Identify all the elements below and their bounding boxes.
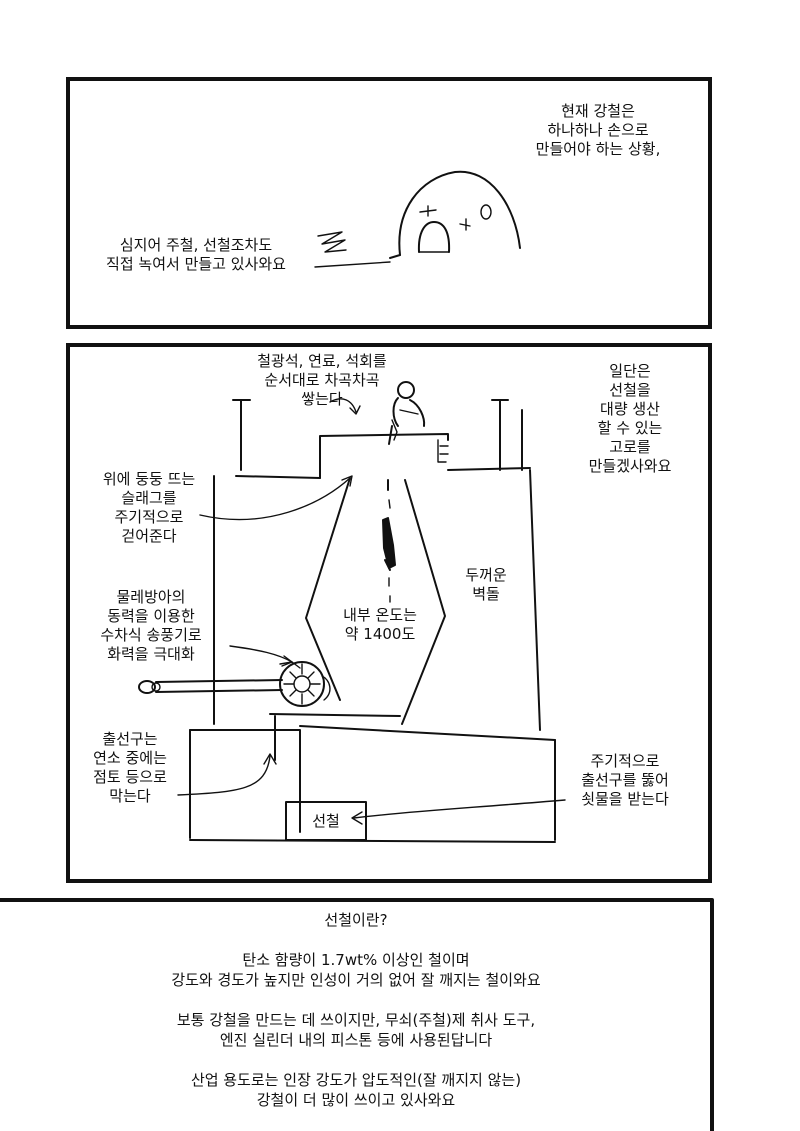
panel-2 xyxy=(66,343,712,883)
label-thick-brick: 두꺼운 벽돌 xyxy=(465,566,507,603)
label-water-blower: 물레방아의 동력을 이용한 수차식 송풍기로 화력을 극대화 xyxy=(100,588,202,663)
panel-1 xyxy=(66,77,712,329)
label-tap-molten-iron: 주기적으로 출선구를 뚫어 쇳물을 받는다 xyxy=(581,752,669,808)
pig-iron-definition-para3: 산업 용도로는 인장 강도가 압도적인(잘 깨지지 않는) 강철이 더 많이 쓰… xyxy=(190,1071,522,1109)
label-internal-temperature: 내부 온도는 약 1400도 xyxy=(343,606,417,643)
label-blast-furnace-intro: 일단은 선철을 대량 생산 할 수 있는 고로를 만들겠사와요 xyxy=(588,362,672,475)
label-slag: 위에 둥둥 뜨는 슬래그를 주기적으로 걷어준다 xyxy=(102,470,196,545)
label-charge-materials: 철광석, 연료, 석회를 순서대로 차곡차곡 쌓는다 xyxy=(257,352,387,408)
pig-iron-definition-para1: 탄소 함량이 1.7wt% 이상인 철이며 강도와 경도가 높지만 인성이 거의… xyxy=(171,951,541,989)
panel1-text-left: 심지어 주철, 선철조차도 직접 녹여서 만들고 있사와요 xyxy=(106,236,286,273)
panel1-text-right: 현재 강철은 하나하나 손으로 만들어야 하는 상황, xyxy=(535,102,661,158)
label-tap-hole-sealed: 출선구는 연소 중에는 점토 등으로 막는다 xyxy=(93,730,167,805)
label-pig-iron: 선철 xyxy=(312,812,340,830)
pig-iron-definition-para2: 보통 강철을 만드는 데 쓰이지만, 무쇠(주철)제 취사 도구, 엔진 실린더… xyxy=(176,1011,536,1049)
pig-iron-definition-title: 선철이란? xyxy=(324,911,388,929)
